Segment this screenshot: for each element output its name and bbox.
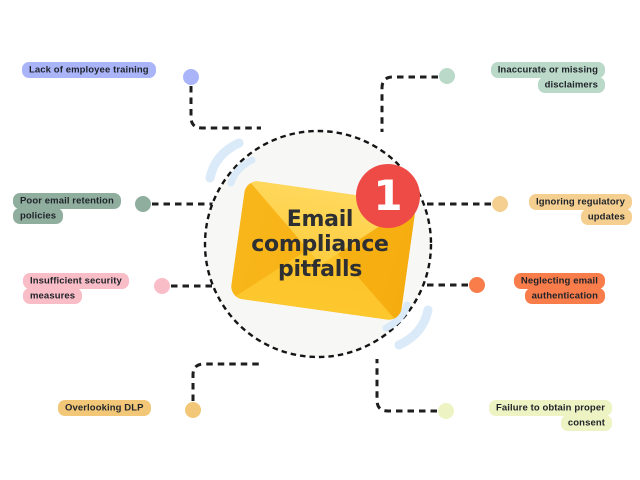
label-failure-to-obtain-proper-consent: Failure to obtain proper consent: [472, 399, 612, 432]
label-pill: Lack of employee training: [22, 61, 156, 78]
swoosh-top-left-outer-icon: [205, 138, 244, 183]
label-poor-email-retention-policies: Poor email retention policies: [13, 192, 131, 225]
dot-insufficient-security: [154, 278, 170, 294]
dot-failure-consent: [438, 403, 454, 419]
center-title: Email compliance pitfalls: [251, 207, 389, 282]
connector-top-right: [380, 75, 438, 132]
badge-count: 1: [373, 170, 403, 220]
label-lack-of-employee-training: Lack of employee training: [22, 61, 156, 78]
dot-neglecting-authentication: [469, 277, 485, 293]
label-insufficient-security-measures: Insufficient security measures: [23, 272, 138, 305]
label-ignoring-regulatory-updates: Ignoring regulatory updates: [520, 193, 632, 226]
label-pill: Poor email retention policies: [13, 192, 121, 225]
label-overlooking-dlp: Overlooking DLP: [58, 399, 151, 416]
label-pill: Inaccurate or missing disclaimers: [490, 61, 605, 94]
label-pill: Ignoring regulatory updates: [529, 193, 632, 226]
dot-inaccurate-disclaimers: [439, 68, 455, 84]
label-neglecting-email-authentication: Neglecting email authentication: [503, 272, 605, 305]
label-pill: Insufficient security measures: [23, 272, 129, 305]
label-inaccurate-or-missing-disclaimers: Inaccurate or missing disclaimers: [480, 61, 605, 94]
swoosh-bottom-right-outer-icon: [394, 305, 433, 350]
connector-bottom-right: [375, 359, 437, 413]
swoosh-top-left-inner-icon: [227, 156, 256, 187]
dot-ignoring-regulatory: [492, 196, 508, 212]
label-pill: Neglecting email authentication: [513, 272, 605, 305]
dot-lack-of-employee-training: [183, 69, 199, 85]
dot-overlooking-dlp: [185, 402, 201, 418]
label-pill: Overlooking DLP: [58, 399, 151, 416]
label-pill: Failure to obtain proper consent: [488, 399, 612, 432]
dot-poor-email-retention: [135, 196, 151, 212]
connector-top-left: [189, 86, 261, 130]
notification-badge: 1: [356, 164, 420, 228]
connector-bottom-left: [191, 362, 262, 401]
